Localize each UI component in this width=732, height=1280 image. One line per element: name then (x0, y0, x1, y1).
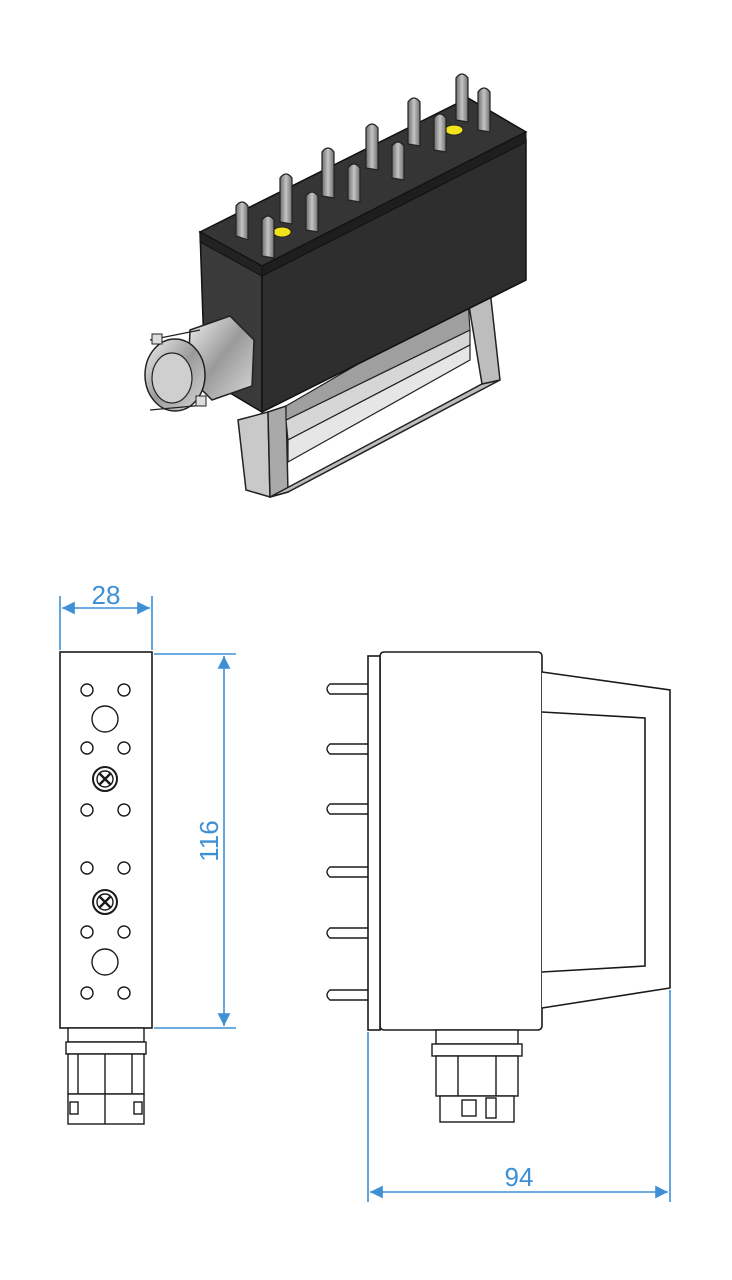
cable-gland (144, 315, 255, 412)
side-view-pins (326, 683, 368, 1001)
front-view-body (59, 651, 153, 1029)
front-view-gland (65, 1027, 147, 1125)
front-view-holes (80, 683, 131, 1000)
side-view-body (379, 651, 543, 1031)
front-view-screws (92, 766, 118, 915)
isometric-view (144, 73, 528, 499)
side-view (326, 651, 671, 1123)
length-dimension-label: 94 (505, 1162, 534, 1192)
handle-bracket (237, 288, 501, 499)
side-view-gland (431, 1029, 523, 1123)
dimension-lines (59, 596, 671, 1202)
front-view (59, 651, 153, 1125)
contact-pins (235, 73, 491, 259)
height-dimension-label: 116 (194, 820, 224, 861)
width-dimension-label: 28 (92, 580, 121, 610)
